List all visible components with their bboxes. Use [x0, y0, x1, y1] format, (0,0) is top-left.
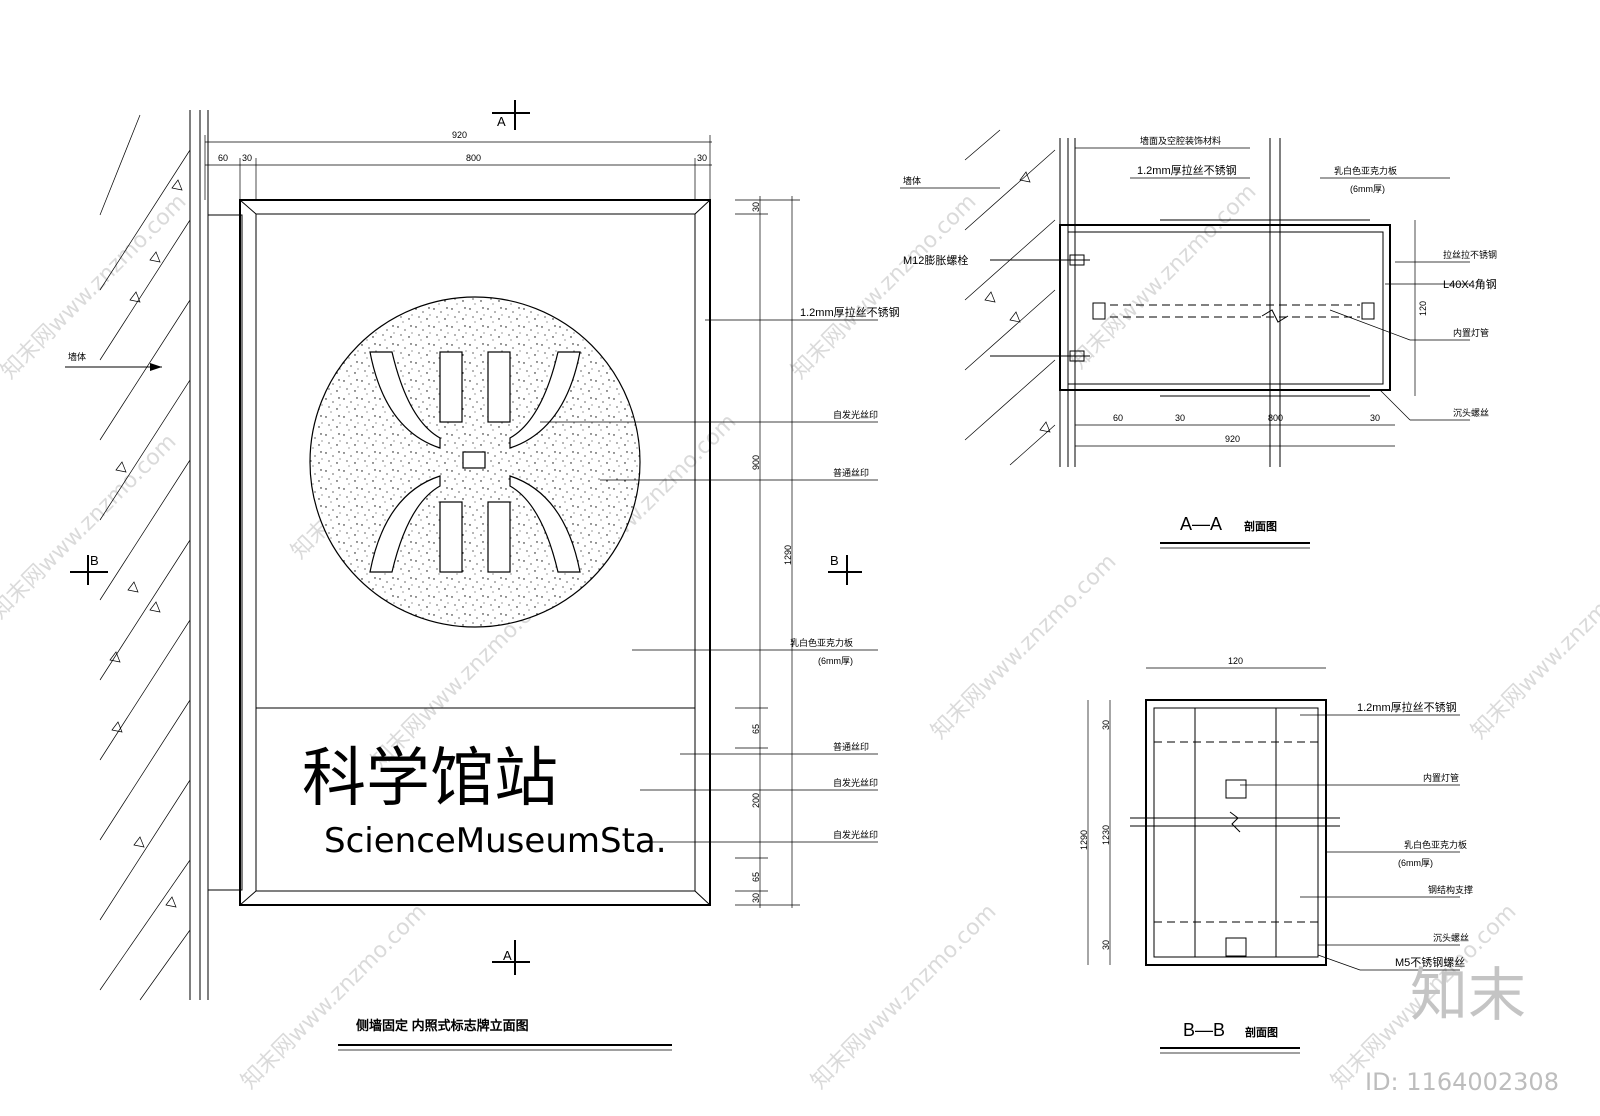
- bb-label-lamp: 内置灯管: [1423, 772, 1459, 783]
- watermark-2: 知末网www.znzmo.com: [0, 429, 181, 624]
- dim-total-width: 920: [452, 130, 467, 140]
- bb-dim-inner: 1230: [1101, 825, 1111, 845]
- aa-label-screw: 沉头螺丝: [1453, 407, 1489, 418]
- watermark-8: 知末网www.znzmo.com: [927, 549, 1122, 744]
- dim-frame-left: 30: [242, 153, 252, 163]
- dim-gap-upper: 65: [751, 724, 761, 734]
- aa-label-side-steel: 拉丝拉不锈钢: [1443, 249, 1497, 260]
- watermark-10: 知末网www.znzmo.com: [1467, 549, 1600, 744]
- watermark-5: 知末网www.znzmo.com: [237, 899, 432, 1094]
- section-bb: 120 1290 30 1230 30 1.2mm厚拉丝不锈钢 内置灯管 乳白色…: [1079, 656, 1473, 1054]
- aa-label-bolt: M12膨胀螺栓: [903, 253, 968, 267]
- aa-label-steel: 1.2mm厚拉丝不锈钢: [1137, 163, 1237, 177]
- aa-dim-a: 60: [1113, 413, 1123, 423]
- section-aa: 墙体 墙面及空腔装饰材料 1.2mm厚拉丝不锈钢 乳白色亚克力板 (6mm厚) …: [900, 129, 1497, 549]
- watermark-7: 知末网www.znzmo.com: [787, 189, 982, 384]
- bb-dim-top: 30: [1101, 720, 1111, 730]
- label-logo-film-2: 普通丝印: [833, 467, 869, 478]
- aa-dim-total: 920: [1225, 434, 1240, 444]
- wall-aggregate: [109, 179, 183, 908]
- bb-title-suffix: 剖面图: [1245, 1025, 1278, 1039]
- sign-frame-inner: [255, 213, 696, 892]
- aa-label-glass: 乳白色亚克力板: [1334, 165, 1397, 176]
- sign-title-cn: 科学馆站: [302, 742, 558, 816]
- aa-label-lamp: 内置灯管: [1453, 327, 1489, 338]
- bb-lamp-icon: [1225, 779, 1247, 799]
- section-mark-top: A: [497, 114, 506, 129]
- label-glass-thk: (6mm厚): [818, 656, 853, 666]
- wall-hatch: [99, 114, 191, 1001]
- label-glass: 乳白色亚克力板: [790, 637, 853, 648]
- dim-top-frame: 30: [751, 202, 761, 212]
- aa-title: A—A: [1180, 514, 1222, 534]
- bb-box-outline: [1145, 699, 1327, 966]
- section-mark-left: B: [90, 553, 99, 568]
- section-mark-right: B: [830, 553, 839, 568]
- watermark-11: 知末网www.znzmo.com: [807, 899, 1002, 1094]
- dim-frame-right: 30: [697, 153, 707, 163]
- aa-label-angle: L40X4角钢: [1443, 278, 1497, 291]
- bb-label-glass-thk: (6mm厚): [1398, 858, 1433, 868]
- bb-dim-bottom: 30: [1101, 940, 1111, 950]
- bb-dim-total: 1290: [1079, 830, 1089, 850]
- bb-dim-width: 120: [1228, 656, 1243, 666]
- sign-title-en: ScienceMuseumSta.: [324, 821, 667, 861]
- aa-label-glass-thk: (6mm厚): [1350, 184, 1385, 194]
- aa-label-mount: 墙面及空腔装饰材料: [1140, 135, 1221, 146]
- aa-dim-d: 30: [1370, 413, 1380, 423]
- dim-left-offset: 60: [218, 153, 228, 163]
- aa-title-suffix: 剖面图: [1244, 519, 1277, 533]
- aa-box-outline: [1059, 224, 1391, 391]
- metro-logo-icon: [369, 351, 581, 573]
- label-steel: 1.2mm厚拉丝不锈钢: [800, 305, 900, 319]
- dim-panel-width: 800: [466, 153, 481, 163]
- dim-gap-lower: 65: [751, 872, 761, 882]
- aa-dim-depth: 120: [1418, 301, 1428, 316]
- bb-label-steel: 1.2mm厚拉丝不锈钢: [1357, 700, 1457, 714]
- label-text-film-2: 自发光丝印: [833, 777, 878, 788]
- wall-label: 墙体: [68, 351, 86, 362]
- section-mark-bottom: A: [503, 948, 512, 963]
- label-text-film-1: 普通丝印: [833, 741, 869, 752]
- dim-text-band: 200: [751, 793, 761, 808]
- aa-label-wall: 墙体: [903, 175, 921, 186]
- dim-bottom-frame: 30: [751, 893, 761, 903]
- bb-label-screw: 沉头螺丝: [1433, 932, 1469, 943]
- label-logo-film-1: 自发光丝印: [833, 409, 878, 420]
- brand-id: ID: 1164002308: [1365, 1068, 1559, 1096]
- aa-dim-b: 30: [1175, 413, 1185, 423]
- brand-logo: 知末: [1410, 961, 1526, 1029]
- dim-upper-height: 900: [751, 455, 761, 470]
- bb-title: B—B: [1183, 1020, 1225, 1040]
- watermark-1: 知末网www.znzmo.com: [0, 189, 191, 384]
- mount-bracket: [207, 214, 243, 891]
- bb-label-frame: 钢结构支撑: [1428, 884, 1473, 895]
- dim-total-height: 1290: [783, 545, 793, 565]
- watermark-9: 知末网www.znzmo.com: [1067, 179, 1262, 374]
- bb-label-glass: 乳白色亚克力板: [1404, 839, 1467, 850]
- elevation-view: 墙体 科学馆站 ScienceMuseumSta.: [65, 100, 900, 1051]
- label-text-film-3: 自发光丝印: [833, 829, 878, 840]
- bb-label-m5: M5不锈钢螺丝: [1395, 956, 1465, 969]
- sign-frame-outer: [239, 199, 711, 906]
- aa-wall-hatch: [964, 129, 1056, 466]
- aa-dim-c: 800: [1268, 413, 1283, 423]
- elevation-caption: 侧墙固定 内照式标志牌立面图: [356, 1018, 529, 1033]
